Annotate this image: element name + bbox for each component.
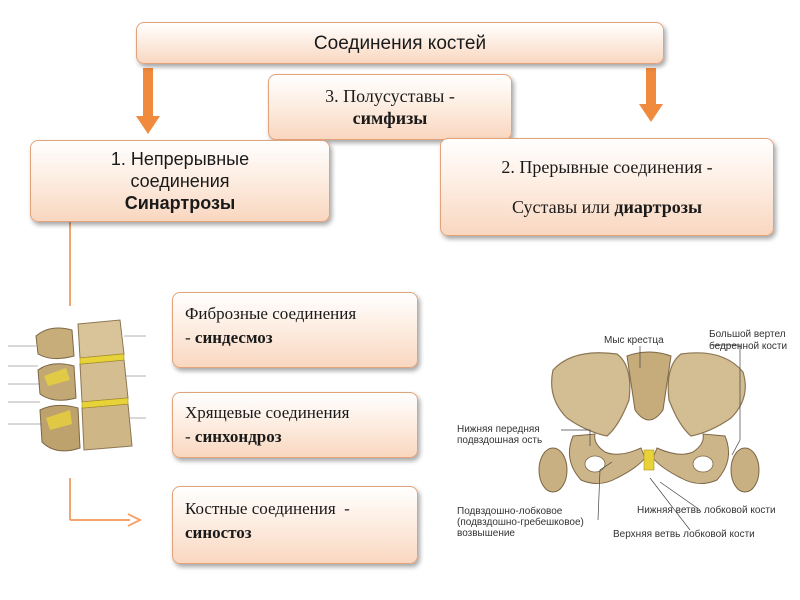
cartilaginous-line2-bold: синхондроз — [195, 427, 282, 446]
label-iliopubic-eminence-1: Подвздошно-лобковое — [457, 506, 562, 517]
label-anterior-inferior-spine-1: Нижняя передняя — [457, 424, 540, 435]
discontinuous-line2-prefix: Суставы или — [512, 197, 610, 217]
semi-joints-box: 3. Полусуставы - симфизы — [268, 74, 512, 140]
continuous-line1: 1. Непрерывные — [111, 148, 249, 170]
cartilaginous-line1: Хрящевые соединения — [185, 401, 417, 425]
to-synostosis-arrowhead — [128, 514, 140, 526]
discontinuous-line2: Суставы или диартрозы — [512, 196, 702, 218]
fibrous-joints-box: Фиброзные соединения - синдесмоз — [172, 292, 418, 368]
spine-illustration — [0, 306, 150, 476]
pelvis-illustration — [533, 340, 763, 520]
discontinuous-line1: 2. Прерывные соединения - — [501, 156, 712, 178]
title-box: Соединения костей — [136, 22, 664, 64]
arrow-to-discontinuous — [639, 68, 663, 122]
fibrous-line2-bold: синдесмоз — [195, 328, 273, 347]
label-greater-trochanter-2: бедренной кости — [709, 341, 787, 352]
label-anterior-inferior-spine-2: подвздошная ость — [457, 435, 542, 446]
label-superior-pubic-ramus: Верхняя ветвь лобковой кости — [613, 529, 755, 540]
arrow-to-continuous — [136, 68, 160, 134]
semi-joints-line1: 3. Полусуставы - — [325, 85, 455, 107]
discontinuous-line2-bold: диартрозы — [614, 197, 702, 217]
label-iliopubic-eminence-2: (подвздошно-гребешковое) — [457, 517, 584, 528]
cartilaginous-joints-box: Хрящевые соединения - синхондроз — [172, 392, 418, 458]
semi-joints-line2: симфизы — [353, 107, 428, 129]
bony-line1: Костные соединения - — [185, 497, 417, 521]
bony-line2-bold: синостоз — [185, 523, 252, 542]
continuous-line2: соединения — [130, 170, 229, 192]
continuous-line3: Синартрозы — [125, 192, 236, 214]
bony-joints-box: Костные соединения - синостоз — [172, 486, 418, 564]
fibrous-line1: Фиброзные соединения — [185, 302, 417, 326]
label-iliopubic-eminence-3: возвышение — [457, 528, 515, 539]
fibrous-line2-prefix: - — [185, 328, 191, 347]
label-greater-trochanter-1: Большой вертел — [709, 329, 786, 340]
pelvis-bones — [539, 352, 759, 492]
page-title: Соединения костей — [314, 32, 486, 55]
cartilaginous-line2-prefix: - — [185, 427, 191, 446]
vertebral-arches — [36, 328, 80, 451]
continuous-joints-box: 1. Непрерывные соединения Синартрозы — [30, 140, 330, 222]
label-inferior-pubic-ramus: Нижняя ветвь лобковой кости — [637, 505, 776, 516]
label-sacral-promontory: Мыс крестца — [604, 335, 664, 346]
discontinuous-joints-box: 2. Прерывные соединения - Суставы или ди… — [440, 138, 774, 236]
